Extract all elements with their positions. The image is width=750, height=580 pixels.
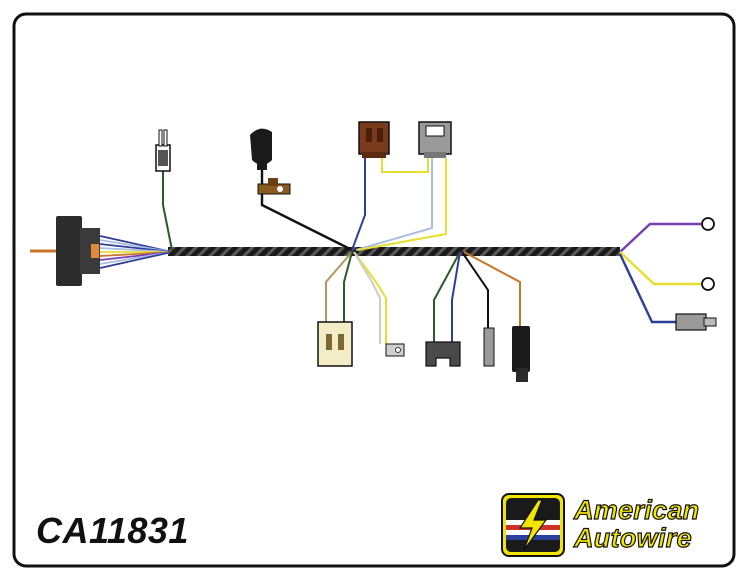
gray-spade-connector xyxy=(675,313,717,331)
brand-logo: American Autowire xyxy=(502,494,726,558)
spade-terminal xyxy=(385,343,405,357)
ring-terminal-yellow xyxy=(701,277,715,291)
part-number: CA11831 xyxy=(36,510,189,551)
brand-line-2: Autowire xyxy=(573,523,692,553)
main-harness-trunk xyxy=(168,247,620,256)
lower-left-branch-wires xyxy=(325,251,387,344)
brown-two-pin-connector xyxy=(358,121,390,158)
right-fan-wires xyxy=(618,222,702,324)
ring-terminal-purple xyxy=(701,217,715,231)
lightning-bolt-badge-icon xyxy=(501,493,565,557)
lower-right-branch-wires xyxy=(433,251,521,342)
cream-two-pin-connector xyxy=(317,321,353,367)
top-center-wires xyxy=(351,158,447,251)
dark-two-pin-connector xyxy=(425,341,461,367)
gray-bullet-connector xyxy=(483,327,495,367)
brand-line-1: American xyxy=(573,495,700,525)
brand-wordmark: American Autowire xyxy=(573,495,700,553)
black-inline-connector xyxy=(512,326,530,382)
black-boot-connector xyxy=(250,128,353,252)
ground-ring-terminal xyxy=(257,178,291,195)
gray-two-pin-connector xyxy=(418,121,452,158)
main-bulkhead-connector xyxy=(30,216,100,286)
diagram-frame xyxy=(12,12,736,568)
single-pin-connector-green xyxy=(155,129,173,251)
main-connector-wire-fan xyxy=(99,235,173,269)
